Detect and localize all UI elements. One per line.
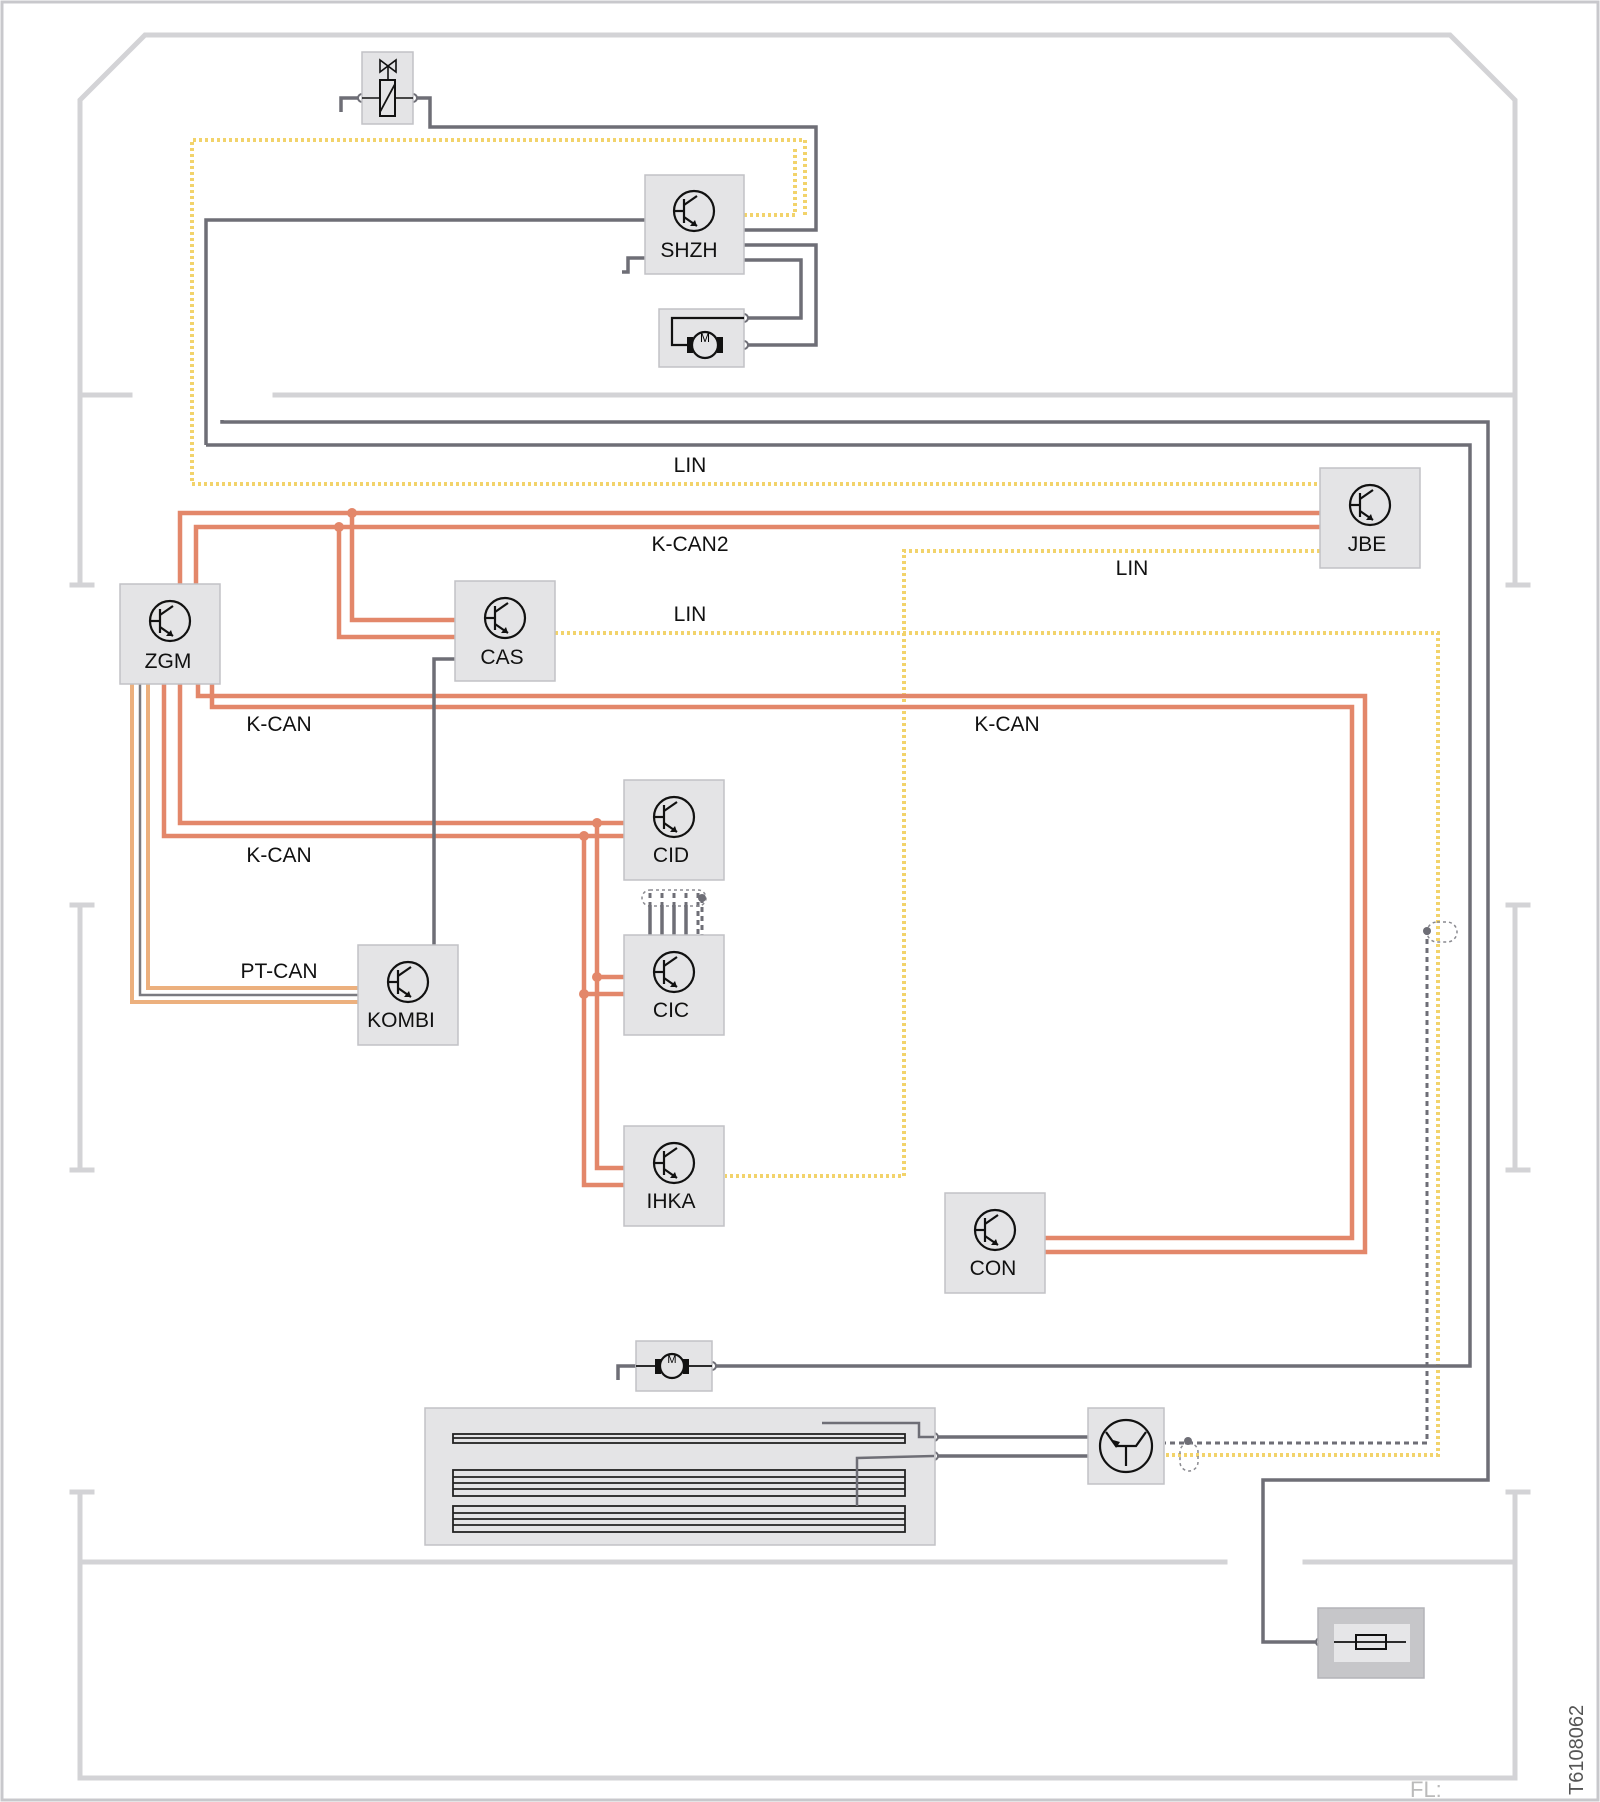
k-can2-cas-inner	[336, 527, 455, 640]
wire-top-loop-2	[206, 443, 1472, 1368]
figure-code: T6108062	[1566, 1705, 1588, 1795]
wire-shzh-motor-2	[744, 258, 803, 320]
bus-label-pt-can: PT-CAN	[240, 960, 317, 983]
k-can2-inner	[193, 524, 1320, 584]
antenna-amplifier	[1087, 1407, 1165, 1485]
ecu-label: CAS	[480, 646, 523, 669]
shield-dots	[698, 894, 1431, 1445]
lin-shzh-jbe	[190, 138, 1320, 486]
svg-text:M: M	[700, 331, 710, 345]
lin-shzh-inner	[744, 148, 797, 217]
wire-valve	[413, 96, 818, 232]
bus-label-k-can-left: K-CAN	[246, 713, 311, 736]
k-can-con-outer	[195, 684, 1368, 1255]
bus-label-lin-top: LIN	[674, 454, 707, 477]
motor-icon: M	[636, 1352, 712, 1380]
ecu-cas: CAS	[454, 580, 556, 682]
transistor-icon	[652, 795, 696, 839]
seat-motor: M	[658, 308, 745, 368]
ecu-label: SHZH	[660, 239, 717, 262]
solenoid-valve-icon	[362, 58, 413, 117]
bus-label-lin-cas: LIN	[674, 603, 707, 626]
ecu-label: ZGM	[145, 650, 192, 673]
solenoid-valve	[361, 51, 414, 125]
ecu-cid: CID	[623, 779, 725, 881]
signal-wires	[204, 96, 1490, 1644]
ecu-label: JBE	[1348, 533, 1387, 556]
transistor-icon	[148, 599, 192, 643]
transistor-icon	[652, 950, 696, 994]
pt-can-outer	[130, 684, 358, 1004]
fuse-holder	[1317, 1607, 1425, 1679]
transistor-icon	[973, 1208, 1017, 1252]
k-can-cid-inner	[161, 684, 624, 839]
motor-icon: M	[670, 316, 744, 360]
ecu-cic: CIC	[623, 934, 725, 1036]
wire-cas-kombi	[432, 657, 455, 945]
k-can-junctions	[334, 508, 602, 999]
lin-bus-lines	[190, 138, 1440, 1457]
lin-jbe-ihka	[725, 549, 1320, 1178]
ecu-zgm: ZGM	[119, 583, 221, 685]
antenna-amplifier-icon	[1098, 1418, 1154, 1474]
rear-window-heater-element	[452, 1421, 935, 1533]
transistor-icon	[652, 1141, 696, 1185]
ecu-kombi: KOMBI	[357, 944, 459, 1046]
k-can-lines	[161, 510, 1368, 1255]
ecu-ihka: IHKA	[623, 1125, 725, 1227]
pt-can-lines	[130, 684, 358, 1004]
bus-label-k-can2: K-CAN2	[651, 533, 728, 556]
wire-shzh-ground	[622, 256, 645, 274]
bus-label-k-can-right: K-CAN	[974, 713, 1039, 736]
wire-shzh-motor-1	[744, 243, 818, 347]
wire-valve-ground	[339, 96, 362, 112]
ecu-jbe: JBE	[1319, 467, 1421, 569]
transistor-icon	[672, 189, 716, 233]
svg-text:M: M	[667, 1354, 676, 1366]
transistor-icon	[386, 960, 430, 1004]
pt-can-mid	[138, 684, 358, 997]
transistor-icon	[1348, 483, 1392, 527]
k-can-cid-outer	[177, 684, 624, 826]
ecu-shzh: SHZH	[644, 174, 745, 275]
wire-rear-motor-ground	[616, 1364, 636, 1380]
bus-label-k-can-lower: K-CAN	[246, 844, 311, 867]
k-can-ihka-inner	[581, 994, 624, 1188]
wire-shzh-left	[204, 218, 645, 445]
vehicle-outline	[69, 32, 1531, 1781]
rear-motor: M	[635, 1340, 713, 1392]
wire-top-loop-1	[220, 420, 1490, 1644]
k-can-ihka-outer	[594, 977, 624, 1171]
pt-can-inner	[146, 684, 358, 990]
k-can-con-inner	[209, 684, 1355, 1241]
ecu-label: CON	[970, 1257, 1017, 1280]
cid-cic-links	[648, 905, 688, 935]
ecu-label: CID	[653, 844, 689, 867]
ecu-label: CIC	[653, 999, 689, 1022]
k-can2-cas-outer	[349, 513, 455, 623]
ecu-label: IHKA	[646, 1190, 695, 1213]
fuse-icon	[1334, 1634, 1406, 1650]
fl-label: FL:	[1410, 1777, 1442, 1802]
bus-label-lin-jbe: LIN	[1116, 557, 1149, 580]
ecu-con: CON	[944, 1192, 1046, 1294]
k-can2-outer	[177, 510, 1320, 584]
ecu-label: KOMBI	[367, 1009, 435, 1032]
rear-window-heater	[424, 1407, 936, 1546]
transistor-icon	[483, 596, 527, 640]
